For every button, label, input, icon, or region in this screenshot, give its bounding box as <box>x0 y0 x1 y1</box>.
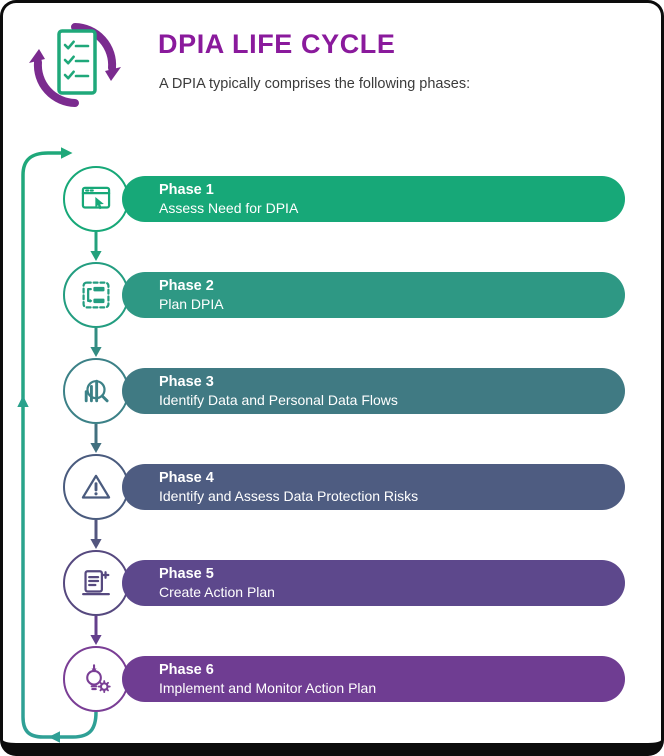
phase-4-icon-circle <box>63 454 129 520</box>
cycle-flow-arrows <box>17 147 102 743</box>
phase-3-icon-circle <box>63 358 129 424</box>
flow-arrowhead-up-icon <box>17 395 29 407</box>
phase-row: Phase 2 Plan DPIA <box>3 262 661 328</box>
phase-6-bar: Phase 6 Implement and Monitor Action Pla… <box>122 656 625 702</box>
warning-triangle-icon <box>81 474 111 499</box>
phase-1-bar: Phase 1 Assess Need for DPIA <box>122 176 625 222</box>
flow-arrowhead-top-icon <box>61 147 73 159</box>
page-subtitle: A DPIA typically comprises the following… <box>159 76 471 92</box>
action-plan-document-icon <box>82 570 110 596</box>
cycle-loop-line <box>21 151 98 739</box>
plan-flowchart-icon <box>82 281 110 309</box>
phase-description: Create Action Plan <box>159 583 275 600</box>
browser-touch-icon <box>81 186 111 210</box>
phase-description: Implement and Monitor Action Plan <box>159 679 377 696</box>
phase-row: Phase 4 Identify and Assess Data Protect… <box>3 454 661 520</box>
phase-row: Phase 1 Assess Need for DPIA <box>3 166 661 232</box>
phase-label: Phase 2 <box>159 277 214 294</box>
phase-5-icon-circle <box>63 550 129 616</box>
phase-description: Identify Data and Personal Data Flows <box>159 391 398 408</box>
phase-label: Phase 5 <box>159 565 214 582</box>
phase-2-bar: Phase 2 Plan DPIA <box>122 272 625 318</box>
phase-1-icon-circle <box>63 166 129 232</box>
phase-5-bar: Phase 5 Create Action Plan <box>122 560 625 606</box>
phase-description: Identify and Assess Data Protection Risk… <box>159 487 419 504</box>
phase-label: Phase 3 <box>159 373 214 390</box>
phase-row: Phase 6 Implement and Monitor Action Pla… <box>3 646 661 712</box>
phase-row: Phase 3 Identify Data and Personal Data … <box>3 358 661 424</box>
chart-magnifier-icon <box>84 379 109 403</box>
phase-2-icon-circle <box>63 262 129 328</box>
phase-description: Assess Need for DPIA <box>159 199 299 216</box>
bulb-gear-icon <box>86 664 111 693</box>
phase-4-bar: Phase 4 Identify and Assess Data Protect… <box>122 464 625 510</box>
phase-description: Plan DPIA <box>159 295 224 312</box>
checklist-cycle-logo-svg <box>29 23 121 107</box>
checklist-cycle-icon <box>29 15 125 115</box>
phase-6-icon-circle <box>63 646 129 712</box>
phase-label: Phase 1 <box>159 181 214 198</box>
phase-label: Phase 4 <box>159 469 214 486</box>
flow-arrowhead-left-icon <box>48 731 60 743</box>
phase-3-bar: Phase 3 Identify Data and Personal Data … <box>122 368 625 414</box>
phase-label: Phase 6 <box>159 661 214 678</box>
phase-row: Phase 5 Create Action Plan <box>3 550 661 616</box>
phase-connectors <box>90 232 102 645</box>
page-title: DPIA LIFE CYCLE <box>158 29 396 59</box>
